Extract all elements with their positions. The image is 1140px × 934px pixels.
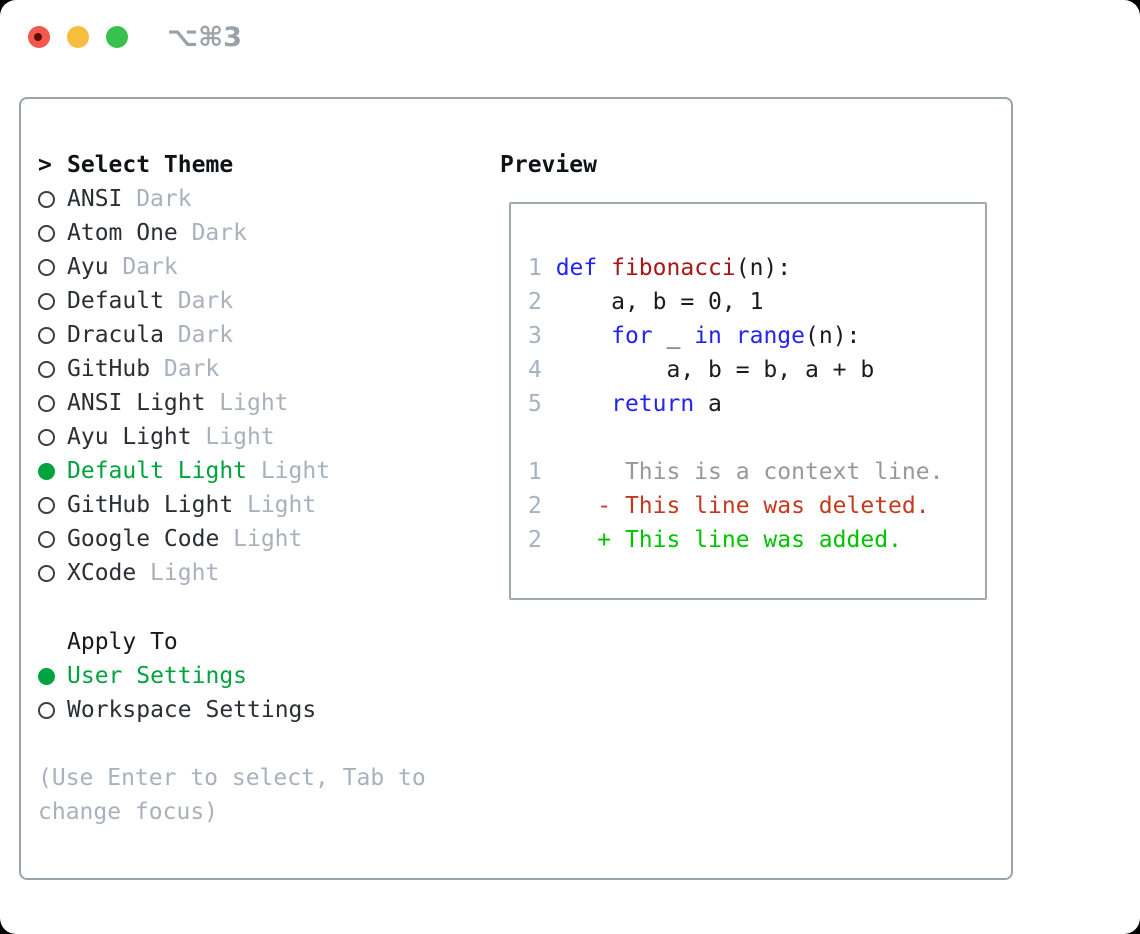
preview-header: Preview: [500, 152, 597, 178]
zoom-button[interactable]: [106, 26, 128, 48]
radio-icon: [38, 394, 55, 412]
apply-option-label: User Settings: [67, 663, 248, 689]
close-button[interactable]: [28, 26, 50, 48]
theme-name: Default Light: [67, 458, 248, 484]
apply-option-user-settings[interactable]: User Settings: [38, 659, 488, 693]
radio-icon: [38, 428, 55, 446]
theme-variant: Dark: [163, 356, 220, 382]
theme-variant: Light: [219, 390, 289, 416]
radio-icon: [38, 564, 55, 582]
theme-variant: Light: [233, 526, 303, 552]
radio-icon: [38, 224, 55, 242]
theme-name: ANSI Light: [67, 390, 206, 416]
preview-code: 1 def fibonacci(n): 2 a, b = 0, 1 3 for _ …: [528, 251, 977, 557]
apply-option-label: Workspace Settings: [67, 697, 317, 723]
code-line: [528, 421, 977, 455]
theme-variant: Light: [150, 560, 220, 586]
theme-option-atom-one-dark[interactable]: Atom One Dark: [38, 216, 488, 250]
radio-icon: [38, 530, 55, 548]
minimize-button[interactable]: [67, 26, 89, 48]
theme-variant: Dark: [177, 322, 234, 348]
radio-icon: [38, 258, 55, 276]
theme-variant: Light: [205, 424, 275, 450]
theme-name: GitHub Light: [67, 492, 234, 518]
apply-option-workspace-settings[interactable]: Workspace Settings: [38, 693, 488, 727]
theme-variant: Light: [260, 458, 331, 484]
radio-icon: [38, 496, 55, 514]
select-theme-header: > Select Theme: [38, 148, 488, 182]
theme-variant: Dark: [136, 186, 192, 212]
theme-option-ayu-light-light[interactable]: Ayu Light Light: [38, 420, 488, 454]
code-line: 3 for _ in range(n):: [528, 323, 861, 349]
preview-pane: 1 def fibonacci(n): 2 a, b = 0, 1 3 for _ …: [509, 202, 987, 600]
code-line: 1 This is a context line.: [528, 459, 944, 485]
theme-name: Dracula: [67, 322, 164, 348]
theme-variant: Dark: [191, 220, 247, 246]
theme-option-default-dark[interactable]: Default Dark: [38, 284, 488, 318]
radio-selected-icon: [38, 667, 55, 685]
theme-option-xcode-light[interactable]: XCode Light: [38, 556, 488, 590]
theme-variant: Dark: [177, 288, 234, 314]
code-line: 5 return a: [528, 391, 722, 417]
code-line: 4 a, b = b, a + b: [528, 357, 875, 383]
theme-option-default-light-light[interactable]: Default Light Light: [38, 454, 488, 488]
theme-variant: Dark: [122, 254, 178, 280]
record-dot-icon: [34, 33, 42, 41]
theme-name: Google Code: [67, 526, 220, 552]
apply-to-title: Apply To: [67, 629, 178, 655]
theme-option-ansi-dark[interactable]: ANSI Dark: [38, 182, 488, 216]
theme-variant: Light: [246, 492, 317, 518]
code-line: 2 + This line was added.: [528, 527, 902, 553]
code-line: 1 def fibonacci(n):: [528, 255, 792, 281]
theme-name: Ayu: [67, 254, 109, 280]
code-line: 2 - This line was deleted.: [528, 493, 930, 519]
code-line: 2 a, b = 0, 1: [528, 289, 764, 315]
radio-icon: [38, 326, 55, 344]
theme-name: XCode: [67, 560, 137, 586]
theme-option-google-code-light[interactable]: Google Code Light: [38, 522, 488, 556]
theme-name: GitHub: [67, 356, 151, 382]
window-title: ⌥⌘3: [167, 22, 242, 53]
theme-option-ansi-light-light[interactable]: ANSI Light Light: [38, 386, 488, 420]
hint-line: (Use Enter to select, Tab to: [38, 765, 426, 791]
theme-option-github-dark[interactable]: GitHub Dark: [38, 352, 488, 386]
theme-name: Ayu Light: [67, 424, 192, 450]
theme-option-github-light-light[interactable]: GitHub Light Light: [38, 488, 488, 522]
theme-option-ayu-dark[interactable]: Ayu Dark: [38, 250, 488, 284]
theme-name: Default: [67, 288, 164, 314]
radio-icon: [38, 701, 55, 719]
hint-text: (Use Enter to select, Tab to change focus…: [38, 761, 478, 829]
traffic-lights: [28, 26, 128, 48]
radio-icon: [38, 292, 55, 310]
theme-name: Atom One: [67, 220, 178, 246]
select-theme-title: Select Theme: [67, 152, 234, 178]
radio-icon: [38, 190, 55, 208]
radio-icon: [38, 360, 55, 378]
theme-option-dracula-dark[interactable]: Dracula Dark: [38, 318, 488, 352]
apply-to-header: Apply To: [38, 625, 488, 659]
hint-line: change focus): [38, 799, 219, 825]
focus-caret-icon: >: [38, 152, 52, 178]
radio-selected-icon: [38, 462, 55, 480]
theme-name: ANSI: [67, 186, 123, 212]
